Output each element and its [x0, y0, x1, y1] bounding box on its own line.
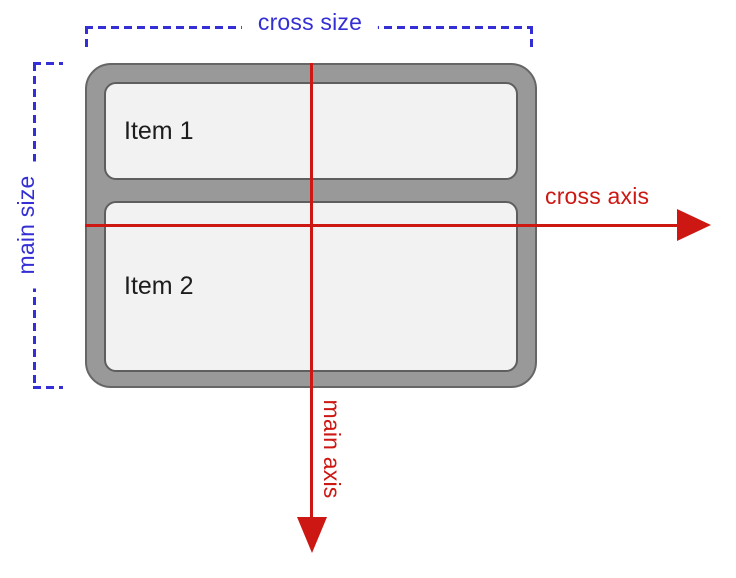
- cross-size-bracket-left-hook: [85, 26, 88, 50]
- cross-size-label: cross size: [241, 9, 379, 37]
- cross-axis-arrowhead-icon: [677, 209, 711, 241]
- cross-axis-label: cross axis: [545, 183, 650, 209]
- cross-axis-line: [85, 224, 679, 227]
- main-size-label: main size: [13, 161, 41, 289]
- main-axis-arrowhead-icon: [297, 517, 327, 553]
- flex-item-1-label: Item 1: [124, 116, 194, 145]
- main-size-bracket-top-hook: [33, 62, 63, 65]
- main-size-bracket-bottom-hook: [33, 386, 63, 389]
- cross-size-bracket-right-hook: [530, 26, 533, 50]
- main-axis-label: main axis: [318, 399, 345, 499]
- main-axis-line: [310, 63, 313, 518]
- flex-item-2-label: Item 2: [124, 272, 194, 300]
